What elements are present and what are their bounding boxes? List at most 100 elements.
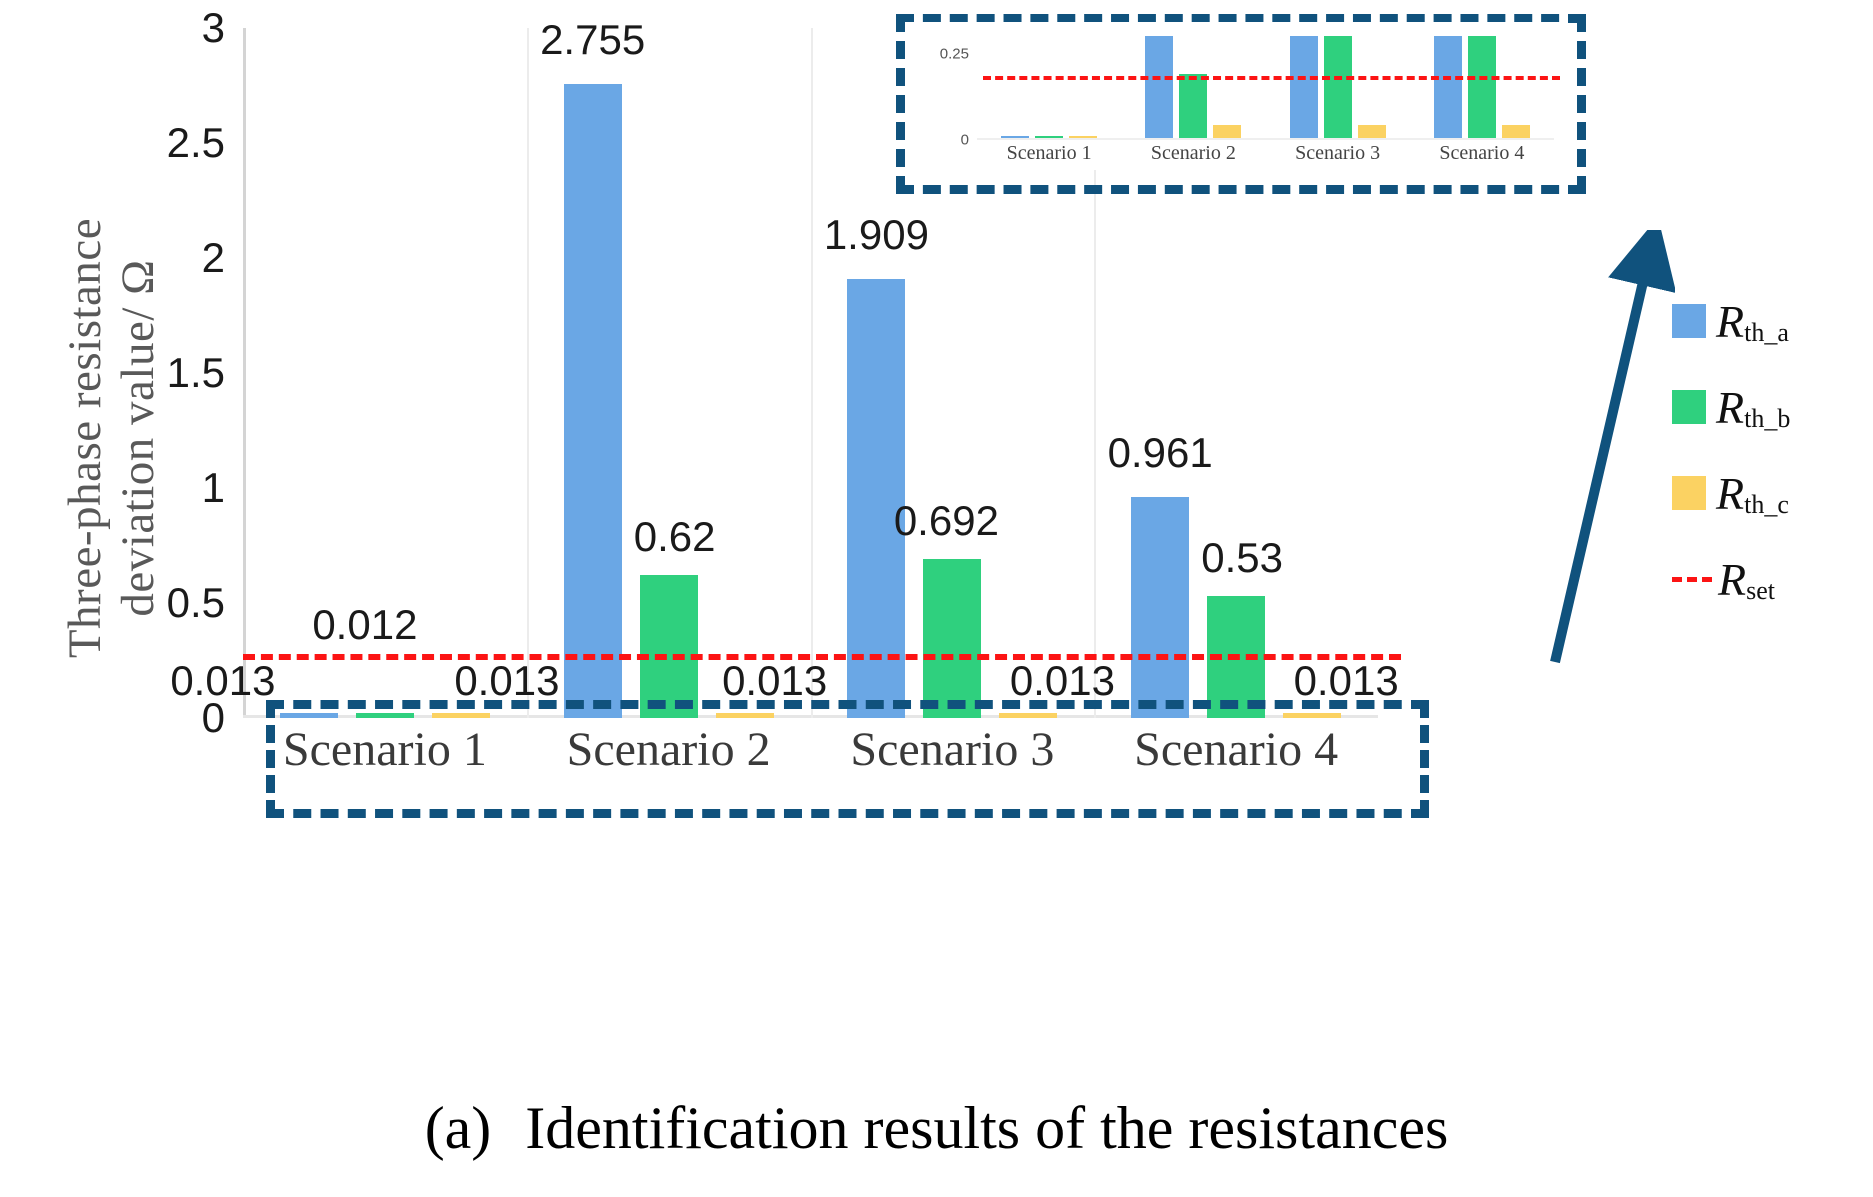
inset-y-tick-label: 0.25	[939, 45, 969, 63]
legend-label-subscript: th_c	[1744, 489, 1789, 519]
inset-bar-r_th_c[interactable]	[1069, 135, 1098, 140]
inset-x-tick-label: Scenario 1	[1006, 142, 1092, 164]
bar-r_th_c[interactable]	[431, 713, 490, 718]
inset-x-axis-labels: Scenario 1 Scenario 2 Scenario 3 Scenario 4	[977, 142, 1554, 168]
bar-r_th_c[interactable]	[1283, 713, 1342, 718]
x-tick-label: Scenario 1	[282, 723, 487, 776]
inset-border-box	[896, 14, 1586, 194]
category-separator	[526, 28, 529, 718]
inset-bar-r_th_a[interactable]	[1289, 36, 1318, 140]
y-tick-label: 2	[201, 234, 225, 281]
legend-label-symbol: R	[1716, 381, 1745, 433]
inset-x-tick-label: Scenario 4	[1439, 142, 1525, 164]
bar-r_th_c[interactable]	[715, 713, 774, 718]
legend-dashed-line-swatch	[1672, 576, 1712, 582]
data-label: 0.013	[722, 657, 828, 704]
x-axis-labels: Scenario 1 Scenario 2 Scenario 3 Scenario 4	[243, 722, 1378, 792]
y-axis-title-line1: Three-phase resistance	[59, 217, 112, 659]
data-label: 0.013	[1009, 657, 1115, 704]
data-label: 0.961	[1107, 428, 1213, 476]
legend-color-swatch	[1672, 390, 1706, 424]
legend-label-symbol: R	[1716, 295, 1745, 347]
inset-bar-r_th_a[interactable]	[1001, 135, 1030, 140]
bar-r_th_c[interactable]	[999, 713, 1058, 718]
inset-x-tick-label: Scenario 3	[1295, 142, 1381, 164]
inset-bar-group	[1266, 26, 1410, 140]
data-label: 1.909	[823, 210, 929, 258]
inset-bar-r_th_c[interactable]	[1357, 125, 1386, 140]
x-tick-label: Scenario 4	[1134, 723, 1339, 776]
y-tick-label: 3	[201, 4, 225, 51]
inset-bar-r_th_a[interactable]	[1145, 36, 1174, 140]
x-tick-label: Scenario 3	[850, 723, 1055, 776]
inset-bar-r_th_b[interactable]	[1035, 135, 1064, 140]
legend-label-subscript: set	[1746, 575, 1775, 605]
data-label: 0.013	[170, 657, 276, 704]
reference-line-rset	[243, 653, 1401, 660]
bar-r_th_a[interactable]	[563, 84, 622, 718]
inset-bar-r_th_b[interactable]	[1467, 36, 1496, 140]
inset-bar-r_th_b[interactable]	[1323, 36, 1352, 140]
bar-r_th_a[interactable]	[1131, 496, 1190, 718]
data-label: 0.013	[454, 657, 560, 704]
bar-group	[527, 28, 811, 718]
inset-bar-group	[1121, 26, 1265, 140]
zoom-region-box	[266, 700, 1429, 818]
y-tick-label: 1	[201, 464, 225, 511]
data-label: 0.013	[1293, 657, 1399, 704]
legend-color-swatch	[1672, 476, 1706, 510]
y-tick-label: 0.5	[166, 579, 225, 626]
category-separator	[810, 28, 813, 718]
y-axis-title: Three-phase resistance deviation value/ …	[52, 88, 172, 788]
figure-caption: (a) Identification results of the resista…	[0, 1094, 1873, 1163]
zoom-callout-arrow	[1550, 230, 1675, 664]
inset-bar-r_th_c[interactable]	[1213, 125, 1242, 140]
legend-label-subscript: th_a	[1744, 317, 1789, 347]
data-label: 2.755	[540, 16, 646, 64]
inset-bar-r_th_a[interactable]	[1433, 36, 1462, 140]
bar-r_th_b[interactable]	[639, 575, 698, 718]
data-label: 0.012	[312, 601, 418, 648]
plot-area: 0 0.5 1 1.5 2 2.5 3 0.013 0.012 0.013 2.755 0.62 0.…	[167, 4, 1399, 741]
y-axis-title-line2: deviation value/ Ω	[112, 259, 164, 617]
data-label: 0.692	[893, 496, 999, 544]
caption-index: (a)	[424, 1095, 492, 1161]
inset-bar-group	[977, 26, 1121, 140]
legend-label-subscript: th_b	[1744, 403, 1791, 433]
inset-x-tick-label: Scenario 2	[1150, 142, 1236, 164]
bar-r_th_a[interactable]	[279, 713, 338, 718]
data-label: 0.53	[1201, 534, 1283, 582]
y-tick-label: 2.5	[166, 119, 225, 166]
inset-reference-line	[983, 75, 1560, 80]
y-tick-label: 1.5	[166, 349, 225, 396]
inset-bar-r_th_c[interactable]	[1501, 125, 1530, 140]
bar-group	[811, 28, 1095, 718]
category-separator	[1094, 28, 1097, 718]
data-label: 0.62	[633, 513, 716, 561]
bar-r_th_b[interactable]	[355, 713, 414, 718]
caption-text: Identification results of the resistance…	[525, 1095, 1449, 1161]
y-tick-label: 0	[201, 694, 225, 741]
y-axis-line	[243, 28, 246, 718]
legend-label-symbol: R	[1716, 467, 1745, 519]
legend-color-swatch	[1672, 304, 1706, 338]
inset-bar-r_th_b[interactable]	[1179, 74, 1208, 140]
bar-r_th_b[interactable]	[923, 558, 982, 718]
legend-label-symbol: R	[1718, 553, 1747, 605]
bar-group	[243, 28, 527, 718]
inset-x-axis-line	[977, 138, 1554, 140]
x-tick-label: Scenario 2	[566, 723, 771, 776]
inset-y-tick-label: 0	[960, 131, 969, 149]
bar-r_th_a[interactable]	[847, 278, 906, 718]
